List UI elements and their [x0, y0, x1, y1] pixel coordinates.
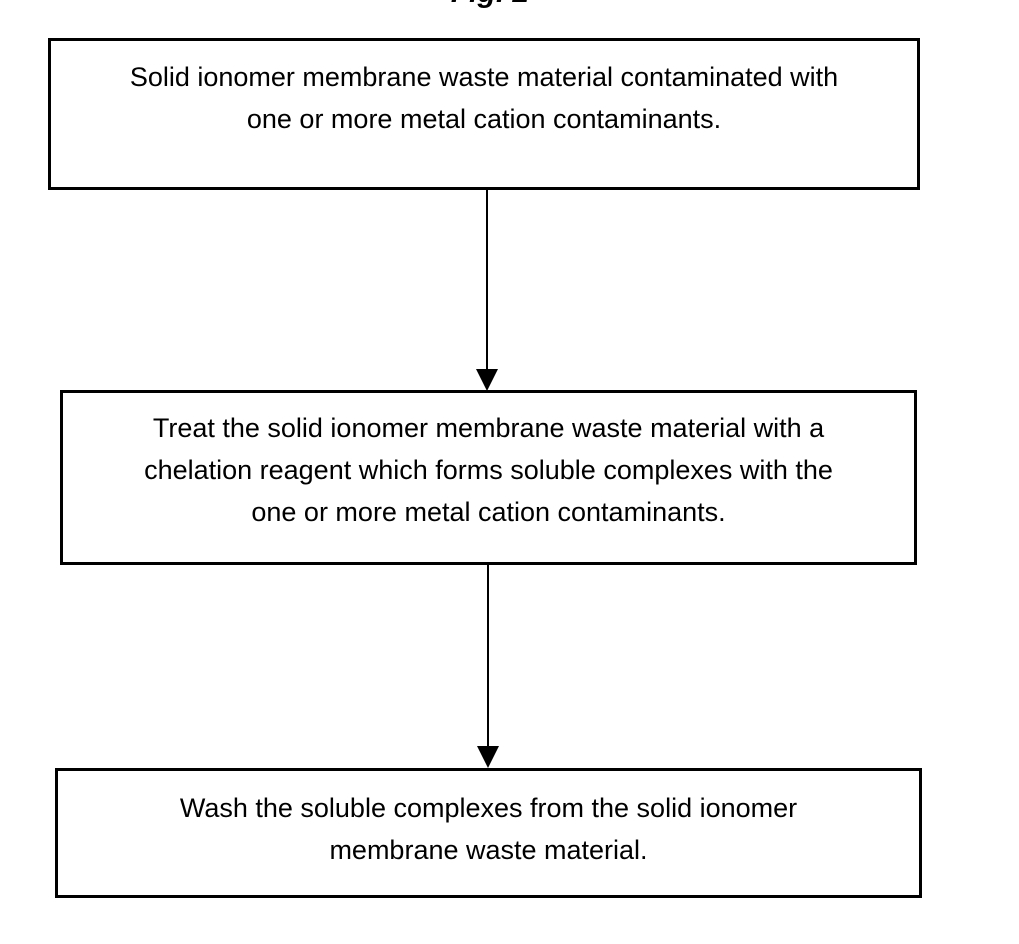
flow-step-2-text-line-3: one or more metal cation contaminants.: [251, 497, 726, 527]
flow-step-2-text-line-2: chelation reagent which forms soluble co…: [144, 455, 833, 485]
flow-step-3-text-line-2: membrane waste material.: [329, 835, 648, 865]
flow-step-2-box: Treat the solid ionomer membrane waste m…: [60, 390, 917, 565]
arrow-down-icon: [477, 746, 499, 768]
arrow-shaft: [487, 565, 489, 746]
flow-step-2-text-line-1: Treat the solid ionomer membrane waste m…: [152, 413, 825, 443]
arrow-shaft: [486, 190, 488, 369]
flow-step-3-text-line-1: Wash the soluble complexes from the soli…: [179, 793, 798, 823]
flow-step-1-box: Solid ionomer membrane waste material co…: [48, 38, 920, 190]
connector-step1-to-step2: [476, 190, 498, 391]
flow-step-1-text-line-1: Solid ionomer membrane waste material co…: [129, 62, 839, 92]
arrow-down-icon: [476, 369, 498, 391]
connector-step2-to-step3: [477, 565, 499, 768]
figure-label: Fig. 2: [0, 0, 980, 8]
flow-step-1-text-line-2: one or more metal cation contaminants.: [246, 104, 722, 134]
flow-step-3-box: Wash the soluble complexes from the soli…: [55, 768, 922, 898]
